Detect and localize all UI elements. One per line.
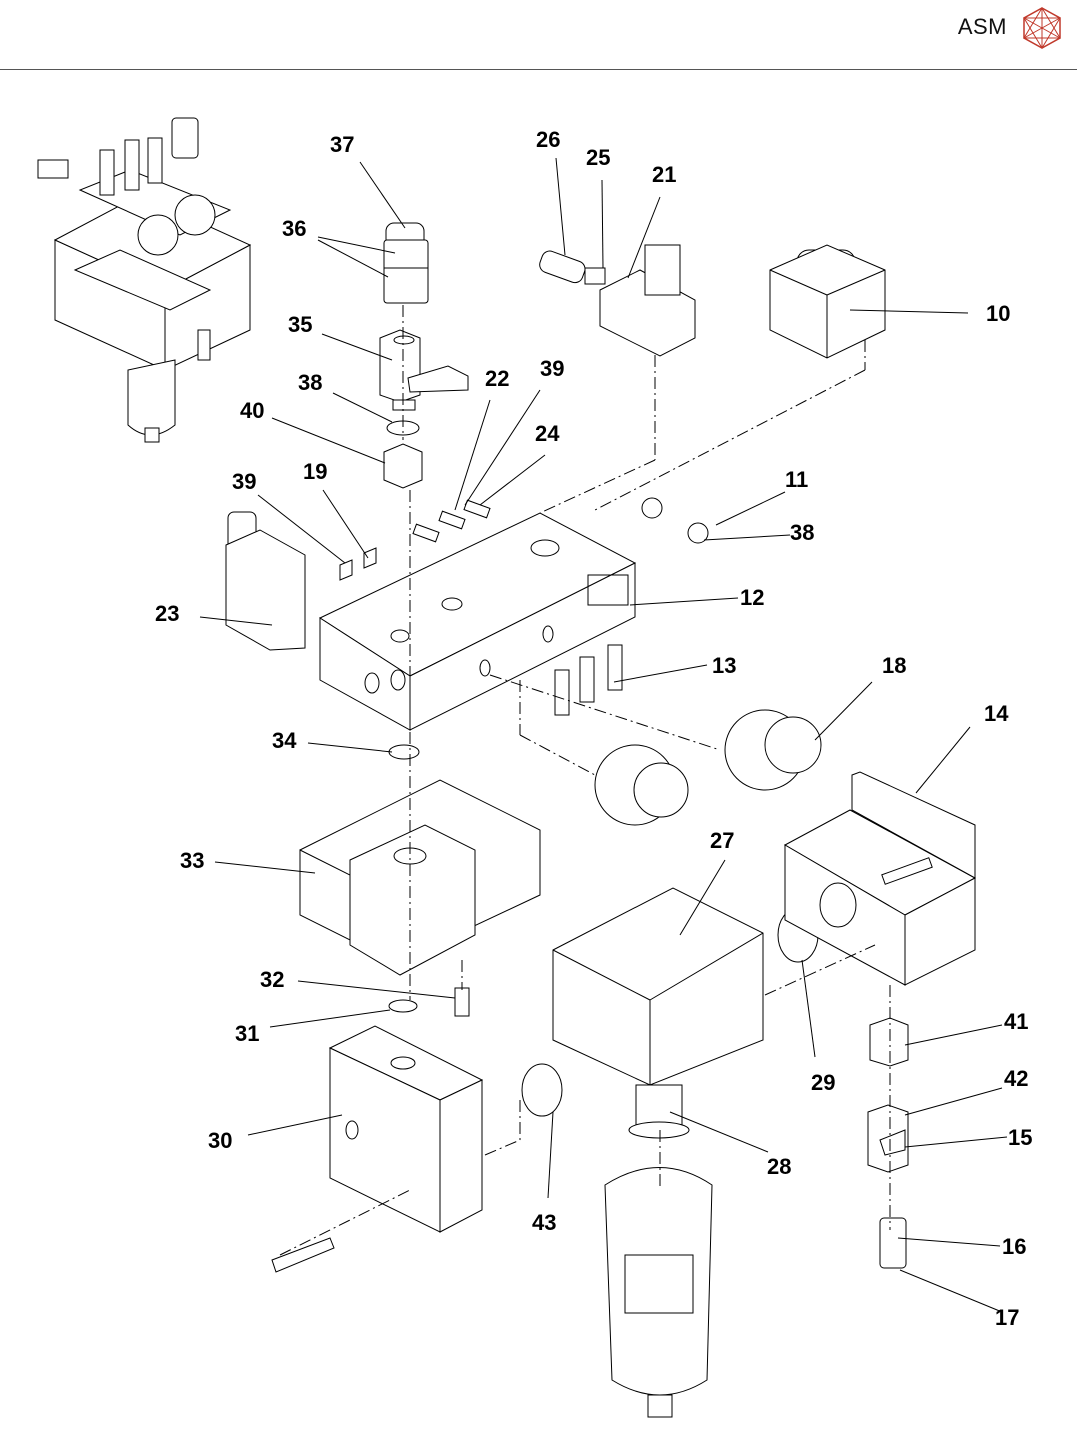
part-23-solenoid <box>225 511 306 651</box>
part-15-handle <box>879 1129 906 1156</box>
part-31-o-ring <box>388 999 418 1013</box>
callout-37: 37 <box>330 132 354 157</box>
part-12-manifold-block <box>318 512 637 731</box>
page-header: ASM <box>0 0 1077 70</box>
part-11-plugs <box>641 497 709 544</box>
part-14-bracket-block <box>783 771 977 986</box>
part-41-adapter <box>869 1017 909 1067</box>
callout-32: 32 <box>260 967 284 992</box>
part-16-nozzle <box>879 1217 907 1269</box>
callout-31: 31 <box>235 1021 259 1046</box>
callout-39-lower: 39 <box>232 469 256 494</box>
callout-23: 23 <box>155 601 179 626</box>
callout-11: 11 <box>785 467 808 492</box>
callout-28: 28 <box>767 1154 791 1179</box>
part-22-24-fittings <box>412 499 491 543</box>
callout-22: 22 <box>485 366 509 391</box>
brand-name: ASM <box>957 14 1007 39</box>
mounting-bolt <box>271 1237 335 1273</box>
filter-bowl <box>604 1167 713 1396</box>
callout-18: 18 <box>882 653 906 678</box>
part-34-o-ring <box>388 744 420 760</box>
part-19-39-plugs <box>339 547 377 581</box>
asm-hexagon-logo-icon <box>1023 7 1061 49</box>
callout-35: 35 <box>288 312 312 337</box>
assembly-axis-lines <box>279 305 891 1256</box>
leader-lines <box>199 157 1008 1313</box>
part-43-o-ring <box>521 1063 563 1117</box>
callout-29: 29 <box>811 1070 835 1095</box>
callout-40: 40 <box>240 398 264 423</box>
callout-38-lower: 38 <box>790 520 814 545</box>
part-40-nut <box>383 443 423 489</box>
callout-17: 17 <box>995 1305 1019 1330</box>
callout-33: 33 <box>180 848 204 873</box>
callout-25: 25 <box>586 145 610 170</box>
callout-43: 43 <box>532 1210 556 1235</box>
drain-valve <box>647 1394 673 1418</box>
callout-39-upper: 39 <box>540 356 564 381</box>
callout-21: 21 <box>652 162 676 187</box>
callout-30: 30 <box>208 1128 232 1153</box>
callout-labels: 37 36 35 38 40 26 25 21 10 22 39 24 39 1… <box>155 127 1032 1330</box>
part-32-knurled-screw <box>454 987 470 1017</box>
part-35-ball-valve <box>379 329 469 411</box>
assembled-unit-illustration <box>37 117 252 443</box>
callout-24: 24 <box>535 421 560 446</box>
callout-38-upper: 38 <box>298 370 322 395</box>
part-13-fittings <box>554 644 623 716</box>
callout-36: 36 <box>282 216 306 241</box>
callout-15: 15 <box>1008 1125 1032 1150</box>
part-28-flange <box>628 1121 690 1139</box>
part-33-valve-block <box>299 779 541 976</box>
part-30-base-block <box>328 1025 484 1233</box>
callout-26: 26 <box>536 127 560 152</box>
part-36-37-cartridge <box>383 222 429 304</box>
callout-34: 34 <box>272 728 297 753</box>
callout-12: 12 <box>740 585 764 610</box>
callout-10: 10 <box>986 301 1010 326</box>
header-divider <box>0 69 1077 70</box>
part-18-pressure-gauge <box>724 709 822 791</box>
callout-27: 27 <box>710 828 734 853</box>
pressure-gauge-lower <box>594 744 689 826</box>
callout-19: 19 <box>303 459 327 484</box>
callout-42: 42 <box>1004 1066 1028 1091</box>
callout-13: 13 <box>712 653 736 678</box>
part-10-regulator-block <box>769 244 886 359</box>
filter-bowl-label-area <box>624 1254 694 1314</box>
callout-14: 14 <box>984 701 1009 726</box>
callout-41: 41 <box>1004 1009 1028 1034</box>
part-21-25-26-pressure-switch <box>539 244 696 357</box>
part-27-filter-head <box>552 887 764 1086</box>
callout-16: 16 <box>1002 1234 1026 1259</box>
